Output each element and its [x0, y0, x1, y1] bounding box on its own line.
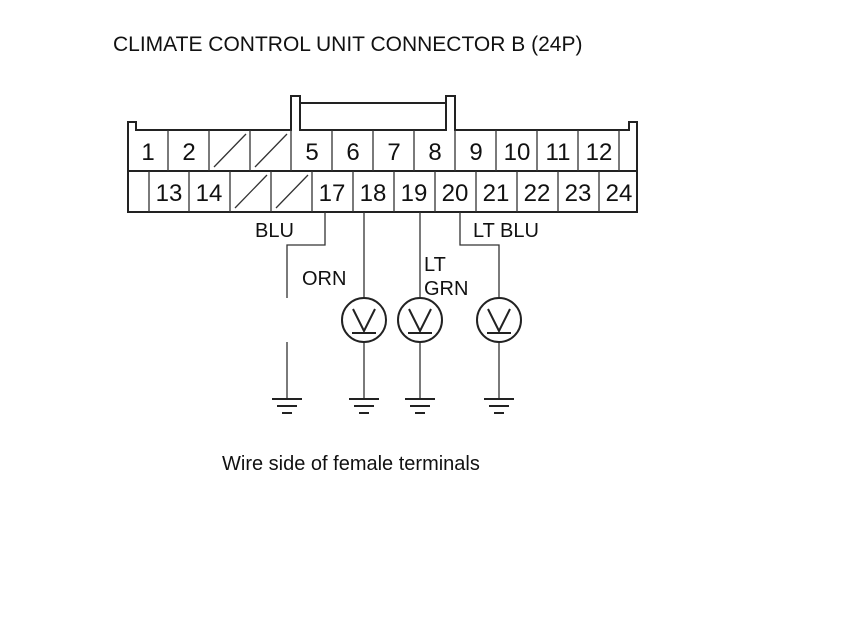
pin-12: 12: [586, 139, 613, 166]
wire-lt-blu: [459, 212, 500, 398]
pin-21: 21: [483, 180, 510, 207]
top-row-pins: 1 2 5 6 7 8 9 10 11 12: [141, 139, 612, 166]
pin-18: 18: [360, 180, 387, 207]
bottom-row-pins: 13 14 17 18 19 20 21 22 23 24: [156, 180, 633, 207]
pin-2: 2: [182, 139, 195, 166]
pin-17: 17: [319, 180, 346, 207]
wire-blu: [286, 212, 326, 398]
pin-22: 22: [524, 180, 551, 207]
pin-19: 19: [401, 180, 428, 207]
voltmeter-icon: [397, 297, 443, 343]
ground-icon: [349, 398, 379, 414]
wire-label-orn: ORN: [302, 268, 346, 290]
voltmeter-icon: [341, 297, 387, 343]
pin-10: 10: [504, 139, 531, 166]
empty-cavity-slash: [234, 174, 268, 209]
pin-24: 24: [606, 180, 633, 207]
empty-cavity-slash: [254, 133, 288, 168]
pin-20: 20: [442, 180, 469, 207]
pin-5: 5: [305, 139, 318, 166]
empty-cavity-slash: [275, 174, 309, 209]
pin-8: 8: [428, 139, 441, 166]
voltmeter-icon: [476, 297, 522, 343]
wire-label-blu: BLU: [255, 220, 294, 242]
diagram-caption: Wire side of female terminals: [222, 453, 480, 475]
ground-icon: [272, 398, 302, 414]
empty-cavity-slash: [213, 133, 247, 168]
ground-icon: [484, 398, 514, 414]
wire-label-grn: GRN: [424, 278, 468, 300]
pin-6: 6: [346, 139, 359, 166]
pin-9: 9: [469, 139, 482, 166]
pin-23: 23: [565, 180, 592, 207]
wire-label-lt-blu: LT BLU: [473, 220, 539, 242]
bottom-row-dividers: [148, 171, 600, 212]
pin-11: 11: [546, 139, 571, 166]
top-row-dividers: [167, 130, 620, 171]
pin-14: 14: [196, 180, 223, 207]
pin-7: 7: [387, 139, 400, 166]
diagram-title: CLIMATE CONTROL UNIT CONNECTOR B (24P): [113, 33, 582, 56]
connector-outline: [127, 95, 638, 213]
ground-icon: [405, 398, 435, 414]
pin-1: 1: [141, 139, 154, 166]
wire-label-lt: LT: [424, 254, 446, 276]
pin-13: 13: [156, 180, 183, 207]
